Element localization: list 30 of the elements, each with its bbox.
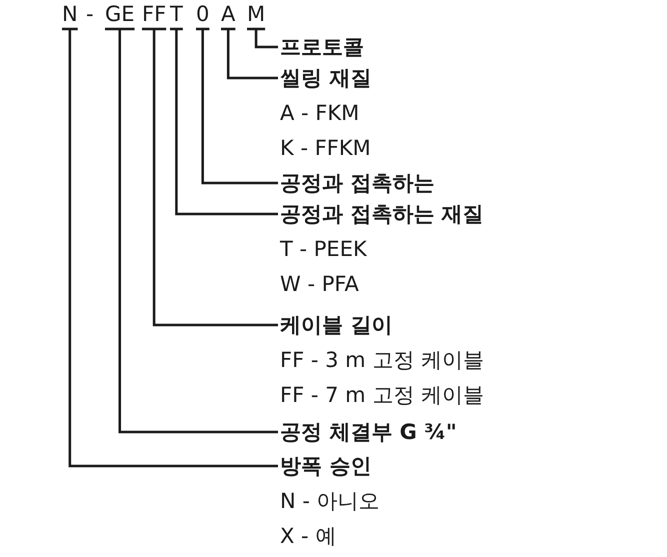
code-letter: T — [170, 3, 183, 25]
leader-line — [60, 28, 280, 468]
code-letter: N — [62, 3, 78, 25]
option-text: K - FFKM — [280, 135, 371, 161]
option-text: FF - 3 m 고정 케이블 — [280, 347, 484, 373]
heading-text: 케이블 길이 — [280, 312, 392, 338]
heading-text: 방폭 승인 — [280, 453, 372, 479]
heading-text: 공정과 접촉하는 재질 — [280, 201, 484, 227]
heading-text: 프로토콜 — [280, 34, 364, 60]
heading-text: 공정과 접촉하는 — [280, 170, 434, 196]
option-text: A - FKM — [280, 100, 360, 126]
leader-line — [104, 28, 280, 434]
leader-line — [220, 28, 280, 80]
code-letter: M — [247, 3, 266, 25]
option-text: FF - 7 m 고정 케이블 — [280, 382, 484, 408]
leader-line — [194, 28, 280, 184]
code-letter: FF — [142, 3, 166, 25]
separator-text: - — [86, 3, 94, 25]
code-letter: 0 — [196, 3, 210, 25]
option-text: T - PEEK — [280, 236, 367, 262]
leader-line — [140, 28, 280, 326]
leader-line — [246, 28, 280, 48]
option-text: X - 예 — [280, 523, 336, 549]
code-letter: GE — [105, 3, 135, 25]
option-text: N - 아니오 — [280, 488, 380, 514]
heading-text: 공정 체결부 G ¾" — [280, 419, 457, 445]
code-letter: A — [221, 3, 236, 25]
heading-text: 씰링 재질 — [280, 65, 372, 91]
option-text: W - PFA — [280, 271, 359, 297]
leader-line — [168, 28, 280, 216]
